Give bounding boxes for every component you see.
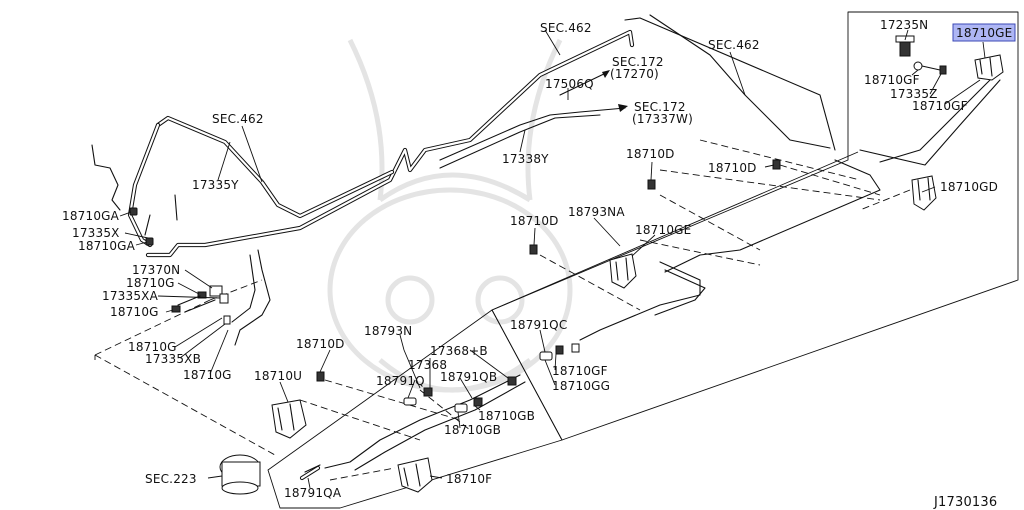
label-17338y[interactable]: 17338Y [502, 152, 549, 166]
highlight-box-18710ge [952, 23, 1016, 42]
parts [129, 35, 1004, 495]
watermark-emblem [327, 38, 573, 393]
label-18710ge-mid[interactable]: 18710GE [635, 223, 691, 237]
label-18791qc[interactable]: 18791QC [510, 318, 567, 332]
fuel-pipe-bundle [91, 14, 1001, 473]
label-sec172-a[interactable]: SEC.172 [612, 55, 664, 69]
label-18793n[interactable]: 18793N [364, 324, 412, 338]
label-sec172-a-sub: (17270) [610, 67, 659, 81]
label-18710gf-b[interactable]: 18710GF [912, 99, 968, 113]
label-17335xb[interactable]: 17335XB [145, 352, 201, 366]
label-17335x[interactable]: 17335X [72, 226, 120, 240]
label-18710d-b[interactable]: 18710D [626, 147, 675, 161]
label-18710gg[interactable]: 18710GG [552, 379, 610, 393]
label-sec172-b-sub: (17337W) [632, 112, 693, 126]
label-sec172-b[interactable]: SEC.172 [634, 100, 686, 114]
label-17368[interactable]: 17368 [408, 358, 447, 372]
label-18710d-d[interactable]: 18710D [296, 337, 345, 351]
label-sec223[interactable]: SEC.223 [145, 472, 197, 486]
label-sec462-c[interactable]: SEC.462 [212, 112, 264, 126]
label-17235n[interactable]: 17235N [880, 18, 928, 32]
label-18710d-c[interactable]: 18710D [510, 214, 559, 228]
label-18710gb-b[interactable]: 18710GB [444, 423, 501, 437]
label-18710ga-a[interactable]: 18710GA [62, 209, 120, 223]
label-18710g-c[interactable]: 18710G [128, 340, 177, 354]
part-labels: SEC.462 SEC.462 SEC.462 SEC.172 (17270) … [62, 18, 1016, 510]
label-18710u[interactable]: 18710U [254, 369, 302, 383]
label-18710g-b[interactable]: 18710G [110, 305, 159, 319]
label-18710ga-b[interactable]: 18710GA [78, 239, 136, 253]
label-18710ge-top[interactable]: 18710GE [956, 26, 1012, 40]
label-18710d-a[interactable]: 18710D [708, 161, 757, 175]
label-17368b[interactable]: 17368+B [430, 344, 488, 358]
diagram-id: J1730136 [933, 495, 997, 510]
label-sec462-b[interactable]: SEC.462 [708, 38, 760, 52]
label-17506q[interactable]: 17506Q [545, 77, 594, 91]
label-18710gb-a[interactable]: 18710GB [478, 409, 535, 423]
label-18710f[interactable]: 18710F [446, 472, 492, 486]
label-18710gd[interactable]: 18710GD [940, 180, 998, 194]
label-17370n[interactable]: 17370N [132, 263, 180, 277]
leader-lines [119, 29, 986, 489]
label-17335z[interactable]: 17335Z [890, 87, 938, 101]
label-18710g-a[interactable]: 18710G [126, 276, 175, 290]
label-17335y[interactable]: 17335Y [192, 178, 239, 192]
label-18793na[interactable]: 18793NA [568, 205, 625, 219]
label-18791q[interactable]: 18791Q [376, 374, 425, 388]
label-18710g-d[interactable]: 18710G [183, 368, 232, 382]
label-18791qb[interactable]: 18791QB [440, 370, 497, 384]
label-18710gf-c[interactable]: 18710GF [552, 364, 608, 378]
label-18791qa[interactable]: 18791QA [284, 486, 342, 500]
label-18710gf-a[interactable]: 18710GF [864, 73, 920, 87]
label-17335xa[interactable]: 17335XA [102, 289, 159, 303]
assembly-frames [94, 11, 1019, 509]
label-sec462-a[interactable]: SEC.462 [540, 21, 592, 35]
